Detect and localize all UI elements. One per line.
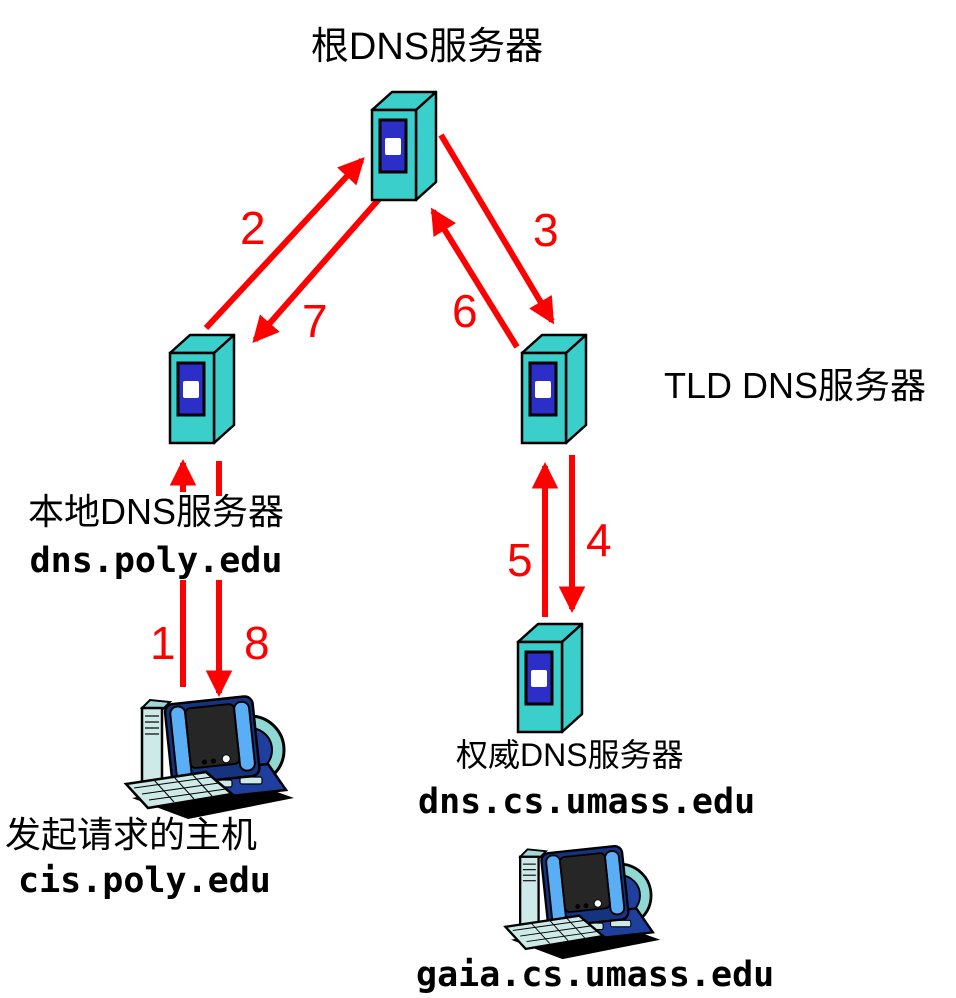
step-7-label: 7 bbox=[302, 295, 328, 347]
step-2-label: 2 bbox=[240, 202, 266, 254]
tld-dns-server-icon bbox=[516, 327, 606, 452]
step-4-label: 4 bbox=[586, 514, 612, 566]
local-dns-hostname: dns.poly.edu bbox=[29, 541, 283, 581]
arrow-step-2 bbox=[203, 157, 365, 331]
step-3-label: 3 bbox=[533, 204, 559, 256]
requesting-host-icon bbox=[118, 692, 298, 820]
target-host-icon bbox=[498, 842, 664, 960]
local-dns-server-label: 本地DNS服务器 bbox=[27, 491, 284, 532]
root-server-label: 根DNS服务器 bbox=[310, 26, 544, 68]
step-8-label: 8 bbox=[244, 617, 270, 669]
authoritative-dns-server-label: 权威DNS服务器 bbox=[456, 737, 684, 773]
authoritative-dns-server-icon bbox=[512, 616, 602, 741]
requesting-host-label: 发起请求的主机 bbox=[5, 814, 258, 855]
target-host-hostname: gaia.cs.umass.edu bbox=[416, 955, 775, 995]
requesting-host-hostname: cis.poly.edu bbox=[18, 861, 271, 901]
root-dns-server-icon bbox=[366, 84, 456, 209]
local-dns-server-icon bbox=[164, 327, 254, 452]
tld-server-label: TLD DNS服务器 bbox=[664, 365, 927, 406]
step-5-label: 5 bbox=[507, 534, 533, 586]
step-6-label: 6 bbox=[452, 285, 478, 337]
authoritative-dns-hostname: dns.cs.umass.edu bbox=[418, 782, 756, 822]
step-1-label: 1 bbox=[150, 617, 176, 669]
